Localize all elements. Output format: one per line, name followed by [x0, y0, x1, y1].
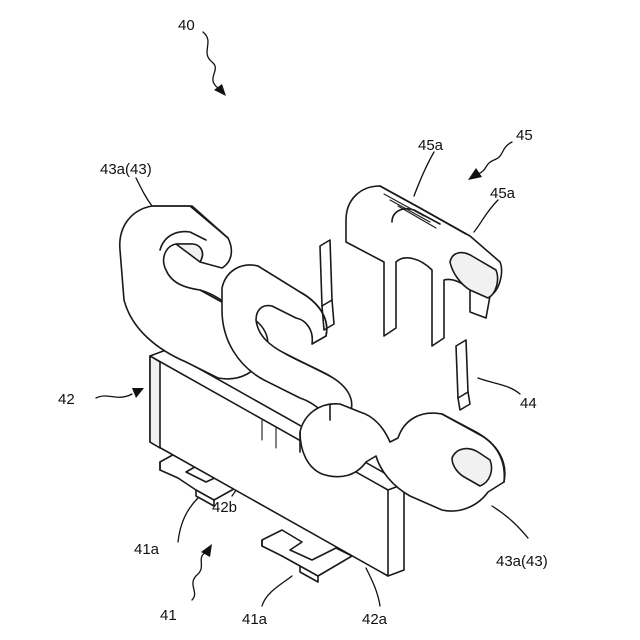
label-42b: 42b — [212, 499, 237, 516]
label-41: 41 — [160, 607, 177, 624]
label-43a-bottom: 43a(43) — [496, 553, 548, 570]
label-44: 44 — [520, 395, 537, 412]
label-45a-right: 45a — [490, 185, 516, 202]
label-40: 40 — [178, 17, 195, 34]
label-42a: 42a — [362, 611, 388, 628]
label-45a-top: 45a — [418, 137, 444, 154]
label-43a-top: 43a(43) — [100, 161, 152, 178]
reference-labels: 40 43a(43) 45 45a 45a 42 44 42b 41a 43a(… — [58, 17, 548, 628]
label-42: 42 — [58, 391, 75, 408]
label-41a-left: 41a — [134, 541, 160, 558]
label-41a-bottom: 41a — [242, 611, 268, 628]
terminal-45 — [346, 186, 502, 346]
label-45: 45 — [516, 127, 533, 144]
